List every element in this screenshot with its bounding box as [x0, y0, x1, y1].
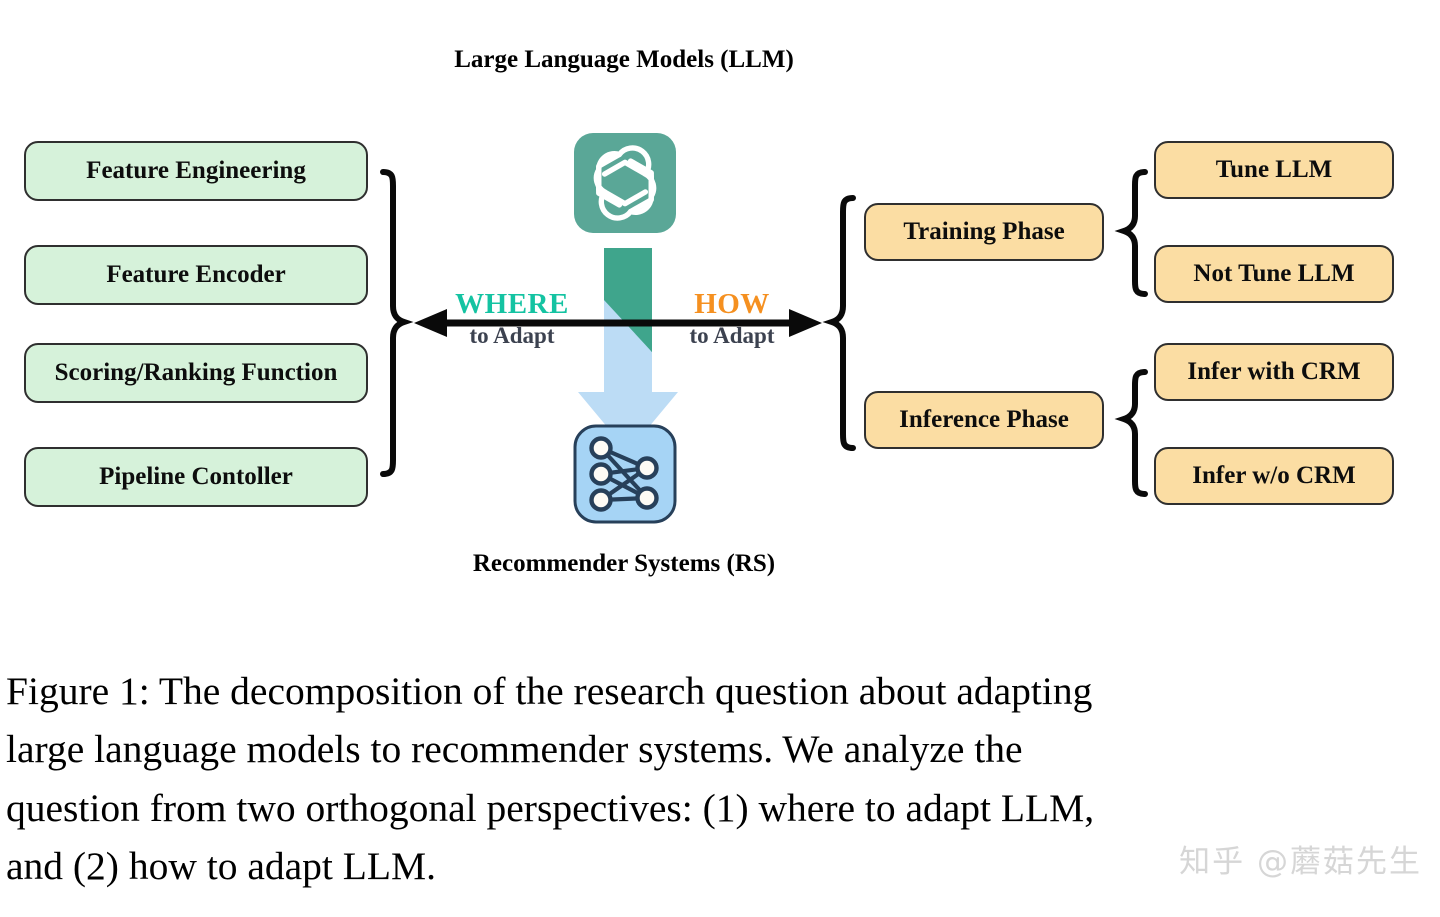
how-phase-training[interactable]: Training Phase	[864, 203, 1104, 261]
llm-title: Large Language Models (LLM)	[424, 42, 824, 78]
caption-line-3: question from two orthogonal perspective…	[6, 785, 1095, 830]
rs-title-line1: Recommender Systems	[472, 550, 721, 577]
where-subtext: to Adapt	[469, 323, 555, 348]
rs-icon-container	[573, 424, 677, 524]
where-item-label: Feature Engineering	[86, 156, 306, 184]
rs-title-line2: (RS)	[726, 550, 776, 577]
where-item-feature-encoder[interactable]: Feature Encoder	[24, 245, 368, 305]
where-keyword: WHERE	[455, 288, 569, 320]
where-brace	[380, 169, 414, 477]
rs-title: Recommender Systems (RS)	[424, 546, 824, 582]
how-subtext: to Adapt	[689, 323, 775, 348]
how-option-infer-wo-crm[interactable]: Infer w/o CRM	[1154, 447, 1394, 505]
how-option-infer-with-crm[interactable]: Infer with CRM	[1154, 343, 1394, 401]
where-axis-label: WHERE to Adapt	[432, 288, 592, 349]
training-phase-brace	[1114, 169, 1148, 297]
caption-line-4: and (2) how to adapt LLM.	[6, 844, 437, 889]
how-option-label: Infer with CRM	[1187, 357, 1361, 385]
where-item-label: Pipeline Contoller	[99, 462, 293, 490]
caption-line-2: large language models to recommender sys…	[6, 727, 1023, 772]
how-option-not-tune-llm[interactable]: Not Tune LLM	[1154, 245, 1394, 303]
how-phase-label: Inference Phase	[899, 405, 1069, 433]
where-item-label: Feature Encoder	[106, 260, 286, 288]
llm-icon-container	[574, 133, 676, 233]
how-option-label: Tune LLM	[1215, 155, 1333, 183]
llm-title-line1: Large Language Models	[454, 46, 714, 73]
how-axis-label: HOW to Adapt	[652, 288, 812, 349]
figure-caption: Figure 1: The decomposition of the resea…	[6, 662, 1434, 896]
neural-network-icon	[573, 424, 677, 524]
how-option-tune-llm[interactable]: Tune LLM	[1154, 141, 1394, 199]
how-option-label: Not Tune LLM	[1193, 259, 1355, 287]
openai-logo-icon	[574, 133, 676, 233]
caption-line-1: Figure 1: The decomposition of the resea…	[6, 669, 1093, 713]
llm-title-line2: (LLM)	[720, 46, 794, 73]
where-item-pipeline-contoller[interactable]: Pipeline Contoller	[24, 447, 368, 507]
how-option-label: Infer w/o CRM	[1192, 461, 1356, 489]
how-phase-label: Training Phase	[903, 217, 1065, 245]
how-phase-inference[interactable]: Inference Phase	[864, 391, 1104, 449]
where-item-label: Scoring/Ranking Function	[54, 358, 338, 386]
how-outer-brace	[822, 195, 856, 451]
inference-phase-brace	[1114, 369, 1148, 497]
where-item-feature-engineering[interactable]: Feature Engineering	[24, 141, 368, 201]
how-keyword: HOW	[694, 288, 770, 320]
zhihu-watermark: 知乎 @蘑菇先生	[1179, 844, 1422, 880]
where-item-scoring-ranking-function[interactable]: Scoring/Ranking Function	[24, 343, 368, 403]
